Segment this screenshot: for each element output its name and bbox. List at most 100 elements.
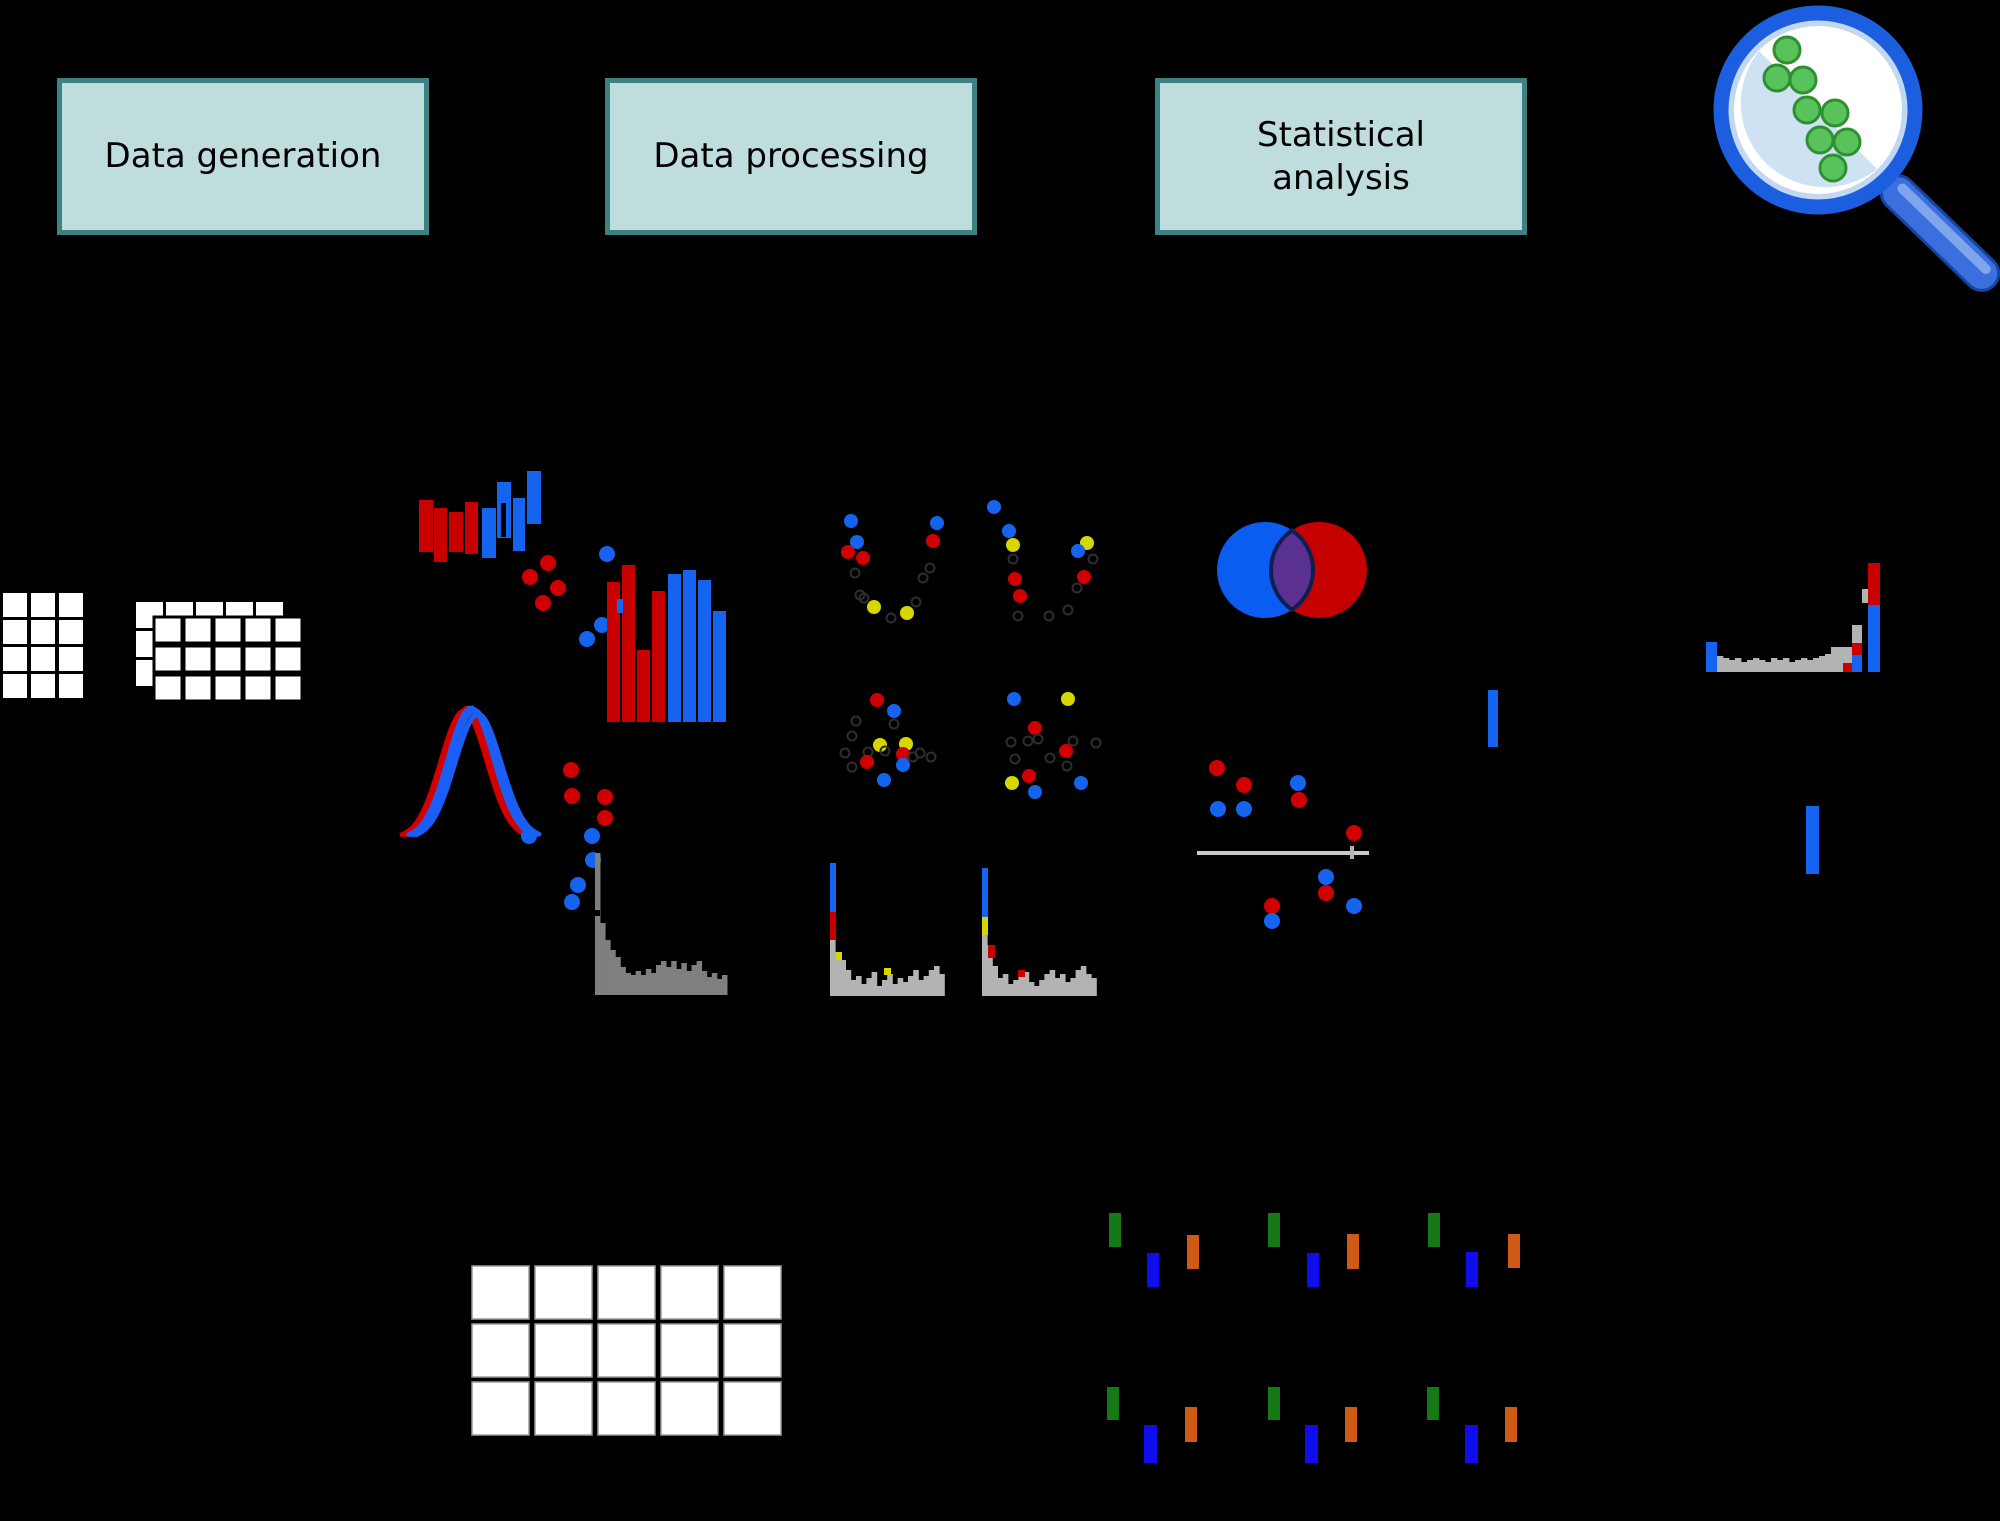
specimen-dots-dot [1832, 127, 1862, 157]
volcano-scatter-plot-dots-dot [597, 789, 613, 805]
grouped-bar-chart-bars-bar [698, 580, 711, 722]
rank-dot-plot-dots-dot [1318, 869, 1334, 885]
result-table-grid-grid-cell [471, 1381, 530, 1436]
quadrant-scatter-bottom-left-dots-dot [896, 758, 910, 772]
quadrant-scatter-top-right-dots-dot [1013, 589, 1027, 603]
stacked-histogram-right-hist-bar [987, 945, 993, 996]
quadrant-scatter-bottom-right-dots-dot [1090, 737, 1102, 749]
quadrant-scatter-bottom-right-dots-dot [1005, 736, 1017, 748]
quadrant-scatter-top-left-dots-dot [867, 600, 881, 614]
stacked-histogram-right-bars-bar [1018, 970, 1025, 977]
enrichment-histogram-hist-bar [1813, 658, 1820, 672]
result-table-grid-grid-cell [534, 1381, 593, 1436]
pvalue-histogram-dark-hist-bar [681, 963, 687, 995]
quadrant-scatter-bottom-right-dots-dot [1007, 692, 1021, 706]
quadrant-scatter-top-right-dots-dot [1062, 604, 1074, 616]
specimen-dots-dot [1820, 98, 1850, 128]
floating-bars-plot-bars-bar [449, 512, 463, 552]
rank-dot-plot-bars-bar [1350, 846, 1354, 859]
quadrant-scatter-bottom-left-dots-dot [877, 773, 891, 787]
scatter-pairs-plot-dots-dot [599, 546, 615, 562]
pvalue-histogram-dark-hist-bar [666, 967, 672, 995]
pvalue-histogram-dark-bars-bar [595, 910, 600, 916]
quadrant-scatter-bottom-right-dots-dot [1061, 760, 1073, 772]
quadrant-scatter-top-right-dots-dot [1002, 524, 1016, 538]
rank-dot-plot-dots-dot [1236, 777, 1252, 793]
density-curves-plot [399, 705, 542, 838]
magnifier-icon [1713, 5, 2000, 292]
stacked-histogram-left-bars-bar [830, 912, 836, 940]
quadrant-scatter-bottom-left-dots-dot [870, 693, 884, 707]
stacked-histogram-left-hist-bar [840, 960, 846, 996]
venn-diagram [1217, 522, 1367, 618]
pvalue-histogram-dark-hist-bar [722, 975, 728, 995]
rank-dot-plot [1197, 760, 1369, 929]
result-table-grid-grid-cell [471, 1265, 530, 1320]
grouped-bar-chart-bars-bar [668, 574, 681, 722]
result-table-grid-grid-cell [471, 1323, 530, 1378]
stacked-histogram-left-hist-bar [918, 980, 924, 996]
quadrant-scatter-top-left-dots-dot [849, 567, 861, 579]
pvalue-histogram-dark-hist-bar [635, 971, 642, 995]
genome-tracks-bars-bar [1109, 1213, 1121, 1247]
quadrant-scatter-bottom-right-dots-dot [1067, 735, 1079, 747]
grouped-bar-chart-bars-bar [652, 591, 665, 722]
quadrant-scatter-top-left [841, 514, 944, 624]
stacked-histogram-right-bars-bar [982, 868, 988, 917]
quadrant-scatter-bottom-left-dots-dot [839, 747, 851, 759]
volcano-scatter-plot-dots-dot [570, 877, 586, 893]
raw-data-grid-small-grid-cell [3, 647, 27, 671]
quadrant-scatter-bottom-right-dots-dot [1028, 721, 1042, 735]
raw-data-grid-stack-front [152, 615, 304, 703]
stacked-histogram-left-hist-bar [913, 970, 919, 996]
enrichment-histogram-bars-bar [1868, 563, 1880, 605]
pvalue-histogram-dark-hist-bar [716, 979, 723, 995]
single-blue-bar-upper-bars-bar [1488, 690, 1498, 747]
raw-data-grid-stack-front-grid-cell [182, 615, 214, 645]
quadrant-scatter-bottom-right-dots-dot [1022, 735, 1034, 747]
raw-data-grid-stack-front-grid-cell [152, 615, 184, 645]
grouped-bar-chart [607, 565, 726, 722]
genome-tracks-bars-bar [1144, 1425, 1157, 1463]
raw-data-grid-small-grid-cell [31, 647, 55, 671]
rank-dot-plot-dots-dot [1346, 898, 1362, 914]
stacked-histogram-right-hist-bar [1080, 966, 1087, 996]
quadrant-scatter-bottom-right-dots-dot [1059, 744, 1073, 758]
enrichment-histogram-bars-bar [1852, 643, 1862, 655]
flow-box-label: Statistical analysis [1257, 115, 1425, 198]
result-table-grid-grid-cell [534, 1265, 593, 1320]
stacked-histogram-left-hist-bar [887, 974, 893, 996]
rank-dot-plot-dots-dot [1346, 825, 1362, 841]
floating-bars-plot-bars-bar [482, 508, 496, 558]
raw-data-grid-stack-front-grid-cell [152, 673, 184, 703]
stacked-histogram-right-hist-bar [1013, 980, 1019, 996]
flow-box-statistical-analysis: Statistical analysis [1155, 78, 1527, 235]
raw-data-grid-stack-front-grid-cell [242, 644, 274, 674]
genome-tracks-bars-bar [1427, 1387, 1439, 1420]
floating-bars-plot-bars-bar [527, 471, 541, 524]
raw-data-grid-small-grid-cell [3, 593, 27, 617]
rank-dot-plot-dots-dot [1291, 792, 1307, 808]
enrichment-histogram-bars-bar [1852, 625, 1862, 643]
specimen-dots-dot [1792, 95, 1822, 125]
quadrant-scatter-top-right-dots-dot [1007, 553, 1019, 565]
quadrant-scatter-bottom-left-dots-dot [887, 704, 901, 718]
rank-dot-plot-dots-dot [1318, 885, 1334, 901]
stacked-histogram-left-bars-bar [884, 968, 891, 975]
density-curves-plot-gauss-curve [406, 705, 535, 838]
flow-box-label: Data processing [653, 136, 929, 177]
floating-bars-plot-bars-bar [419, 500, 433, 552]
pvalue-histogram-dark [595, 853, 728, 995]
specimen-dots-dot [1805, 125, 1835, 155]
rank-dot-plot-dots-dot [1264, 898, 1280, 914]
genome-tracks-bars-bar [1107, 1387, 1119, 1420]
rank-dot-plot-dots-dot [1290, 775, 1306, 791]
pvalue-histogram-dark-hist-bar [711, 973, 718, 995]
pvalue-histogram-dark-hist-bar [676, 969, 682, 995]
pvalue-histogram-dark-hist-bar [661, 961, 667, 995]
stacked-histogram-left-hist-bar [902, 982, 909, 996]
stacked-histogram-left-hist-bar [928, 970, 935, 996]
quadrant-scatter-bottom-right-dots-dot [1009, 753, 1021, 765]
quadrant-scatter-top-right-dots-dot [1071, 582, 1083, 594]
floating-bars-plot [419, 471, 541, 562]
